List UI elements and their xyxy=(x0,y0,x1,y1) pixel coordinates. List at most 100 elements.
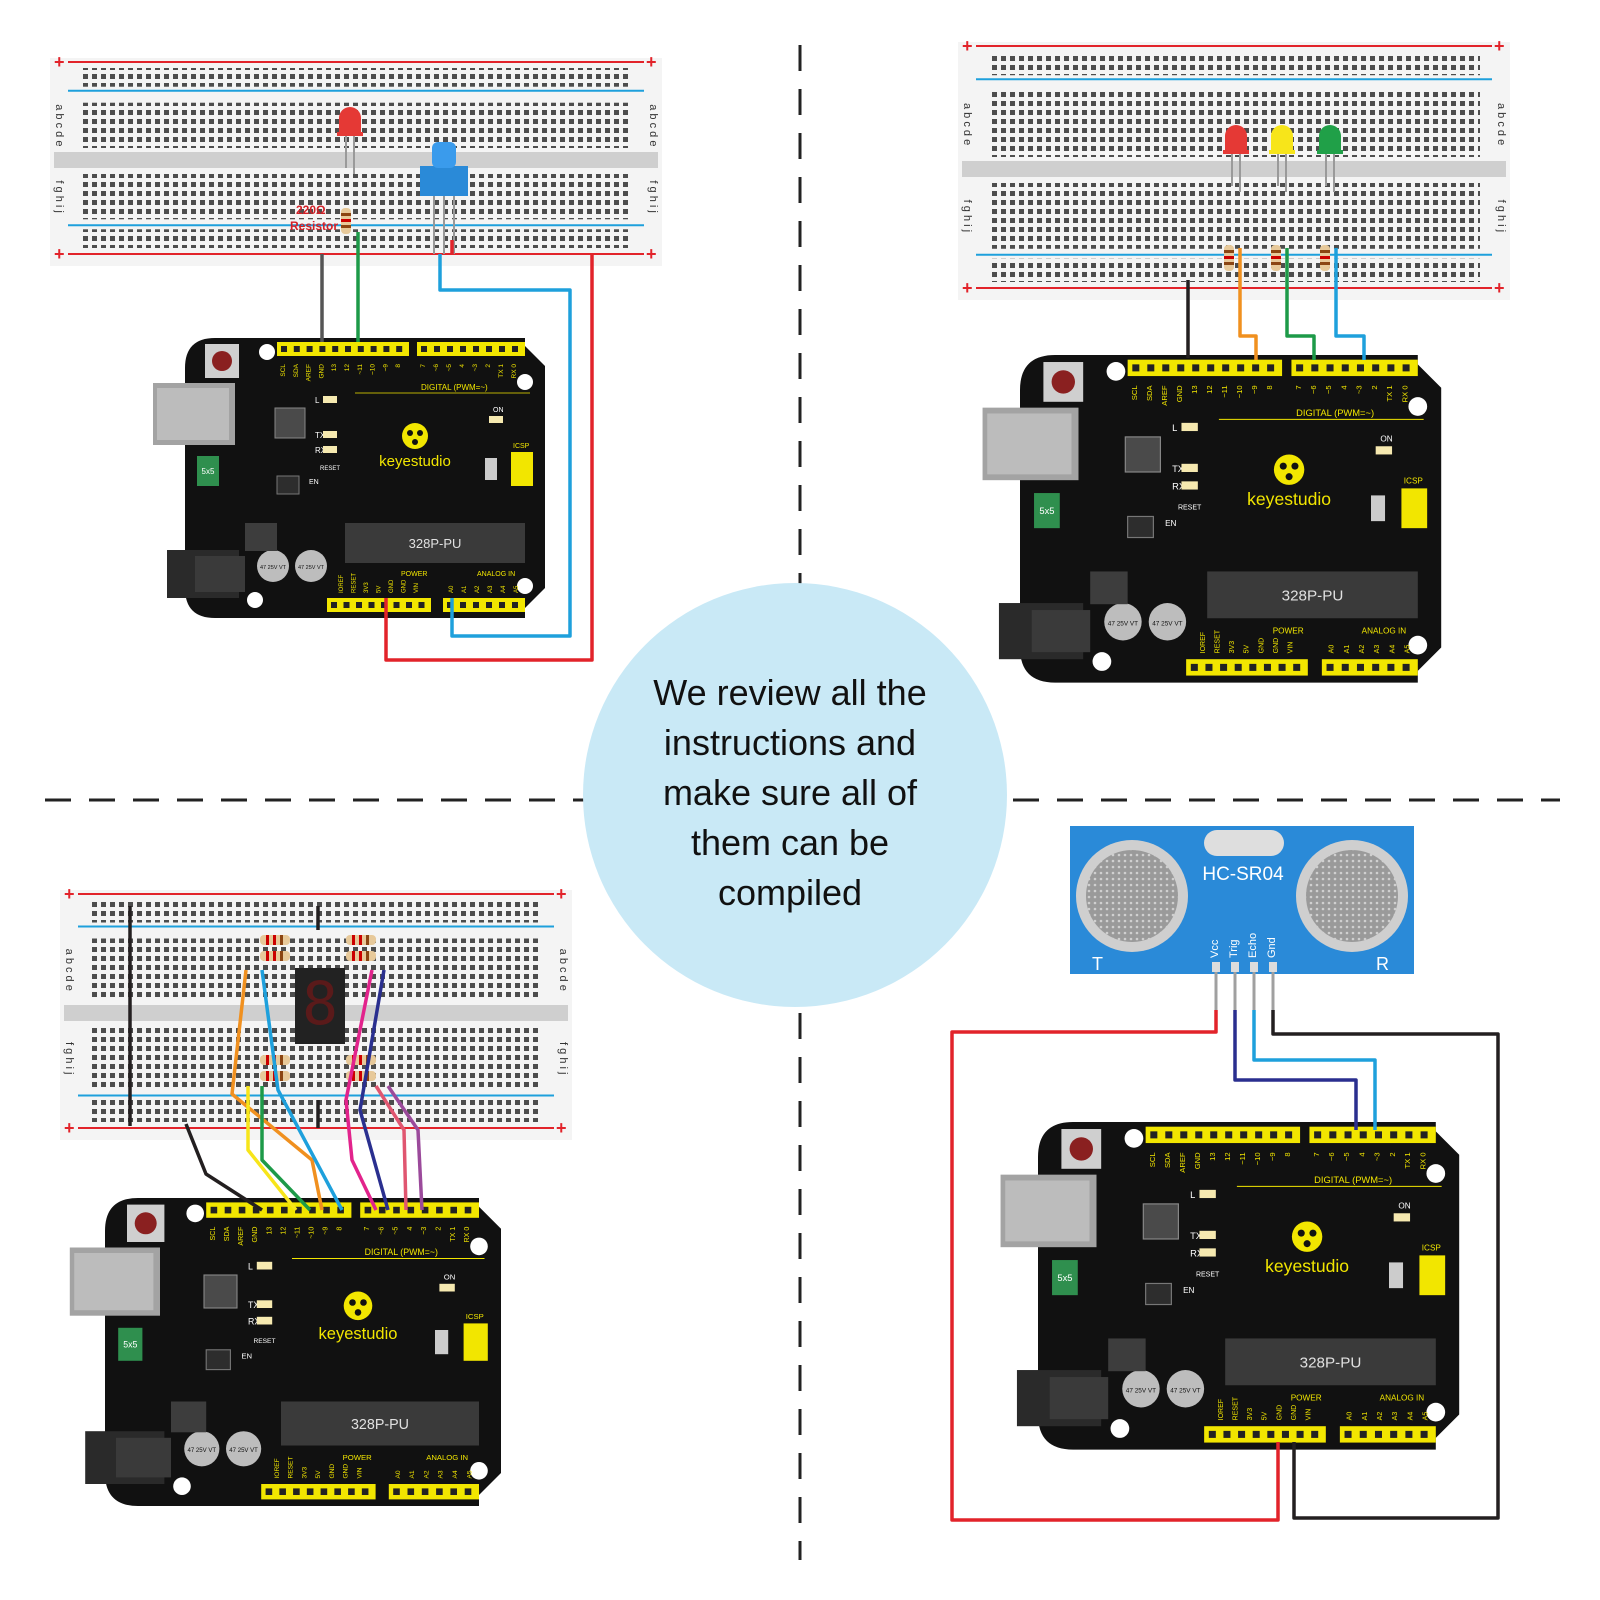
digital-pin-label: ~5 xyxy=(1324,385,1333,394)
wire-pin9-blue xyxy=(260,969,344,1211)
digital-pin-label: RX 0 xyxy=(463,1227,471,1243)
power-pin-label: 3V3 xyxy=(1229,641,1236,654)
digital-pin-label: 4 xyxy=(459,364,466,368)
header-pin xyxy=(1255,1131,1263,1139)
row-labels: f g h i j xyxy=(961,200,973,232)
capacitor-label: 47 25V VT xyxy=(260,565,287,571)
header-pin xyxy=(306,1488,314,1495)
resistor-band xyxy=(366,951,369,961)
digital-pin-label: AREF xyxy=(1160,385,1169,406)
header-pin xyxy=(295,1206,302,1214)
power-rail-holes xyxy=(90,1099,542,1122)
led-label: TX xyxy=(248,1300,259,1310)
header-pin xyxy=(1329,1131,1337,1139)
digital-pin-label: 8 xyxy=(1265,385,1274,389)
header-pin xyxy=(1420,1131,1428,1139)
ladybug-spot xyxy=(407,430,413,436)
led-dome xyxy=(1225,125,1247,152)
seven-segment-digit: 8 xyxy=(302,969,338,1039)
analog-pin-label: A5 xyxy=(466,1470,473,1478)
digital-pin-label: AREF xyxy=(1178,1152,1187,1173)
header-pin xyxy=(266,1206,274,1214)
usb-port-inner xyxy=(157,388,229,440)
digital-pin-label: ~6 xyxy=(1309,385,1318,394)
digital-pin-label: 7 xyxy=(420,364,427,368)
plus-mark: + xyxy=(1494,278,1505,298)
power-pin-label: GND xyxy=(343,1464,350,1479)
header-pin xyxy=(499,346,505,352)
mounting-hole xyxy=(1408,397,1428,416)
reset-label: RESET xyxy=(1196,1271,1220,1278)
ladybug-spot xyxy=(354,1309,362,1316)
digital-pin-label: ~11 xyxy=(293,1227,301,1239)
led-rim xyxy=(1269,150,1295,154)
row-labels: f g h i j xyxy=(53,180,65,212)
icsp-label: ICSP xyxy=(1404,477,1424,486)
crystal xyxy=(1371,495,1386,522)
terminal-strip-bottom xyxy=(80,174,632,220)
digital-pin-label: AREF xyxy=(306,364,313,381)
analog-pin-label: A0 xyxy=(449,585,455,593)
led-label: TX xyxy=(1190,1231,1203,1241)
resistor-band xyxy=(280,951,283,961)
wire-vcc-red xyxy=(950,1010,1280,1522)
usb-chip xyxy=(203,1274,238,1309)
message-line-4: them can be xyxy=(690,822,890,863)
reset-button-cap xyxy=(134,1212,157,1235)
header-pin xyxy=(224,1206,232,1214)
header-pin xyxy=(1341,663,1349,671)
wire-trig-navy xyxy=(1233,1010,1358,1130)
usb-chip xyxy=(1142,1203,1179,1240)
sensor-crystal xyxy=(1204,830,1284,856)
digital-pin-label: TX 1 xyxy=(1403,1152,1412,1168)
fuse xyxy=(197,456,219,486)
resistor-band xyxy=(280,1071,283,1081)
led-dome xyxy=(339,107,361,134)
wire-pin5-pink xyxy=(374,1085,408,1211)
analog-pin-label: A3 xyxy=(438,1470,445,1478)
resistor-band xyxy=(352,935,355,945)
status-led xyxy=(323,431,337,438)
header-pin xyxy=(1205,663,1213,671)
wire-pin10-orange xyxy=(230,969,324,1211)
resistor-band xyxy=(359,1071,362,1081)
header-pin xyxy=(512,346,518,352)
resistor-band xyxy=(266,951,269,961)
digital-pin-label: RX 0 xyxy=(511,364,518,379)
ladybug-logo-icon xyxy=(402,423,428,449)
capacitor-label: 47 25V VT xyxy=(1170,1387,1200,1394)
reset-label: RESET xyxy=(254,1338,276,1345)
usb-chip xyxy=(1124,436,1161,473)
power-pin-label: 3V3 xyxy=(1247,1408,1254,1421)
en-label: EN xyxy=(309,479,319,486)
en-label: EN xyxy=(241,1352,252,1361)
header-pin xyxy=(1356,364,1364,372)
header-pin xyxy=(1234,663,1242,671)
wire-pin11-green xyxy=(260,1086,312,1212)
wire-pin7-green xyxy=(1285,248,1316,360)
mounting-hole xyxy=(1124,1129,1144,1148)
resistor-band xyxy=(352,1071,355,1081)
power-pin-label: IOREF xyxy=(274,1458,281,1478)
header-pin xyxy=(1223,1430,1231,1438)
capacitor-label: 47 25V VT xyxy=(1126,1387,1156,1394)
row-labels: f g h i j xyxy=(647,180,659,212)
header-pin xyxy=(407,1206,415,1214)
digital-pin-label: ~10 xyxy=(1253,1152,1262,1165)
digital-pin-label: 7 xyxy=(1312,1152,1321,1156)
header-pin xyxy=(1387,364,1395,372)
header-pin xyxy=(334,1488,341,1495)
digital-pin-label: 13 xyxy=(265,1227,273,1235)
digital-caption: DIGITAL (PWM=~) xyxy=(421,383,488,392)
header-pin xyxy=(1252,364,1260,372)
power-pin-label: IOREF xyxy=(339,574,345,593)
header-pin xyxy=(1285,1131,1293,1139)
resistor-band xyxy=(1224,250,1234,253)
plus-mark: + xyxy=(556,884,567,904)
message-line-2: instructions and xyxy=(663,722,917,763)
mounting-hole xyxy=(173,1477,191,1495)
